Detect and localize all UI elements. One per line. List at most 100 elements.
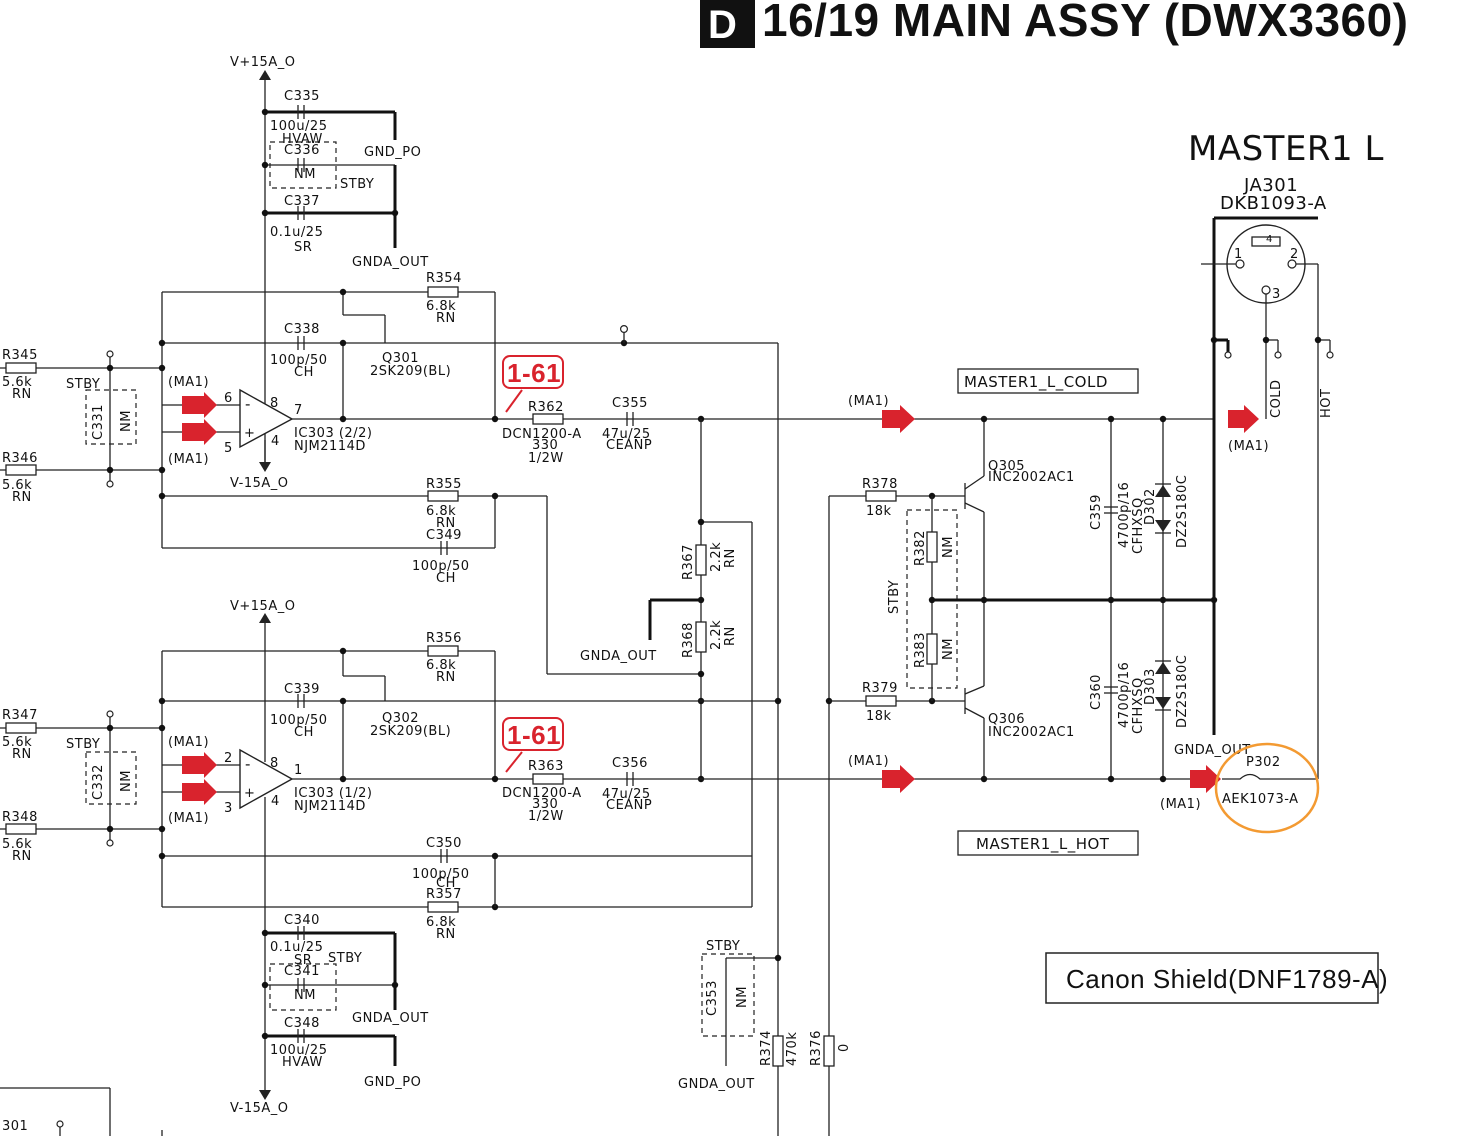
stage-ic303b: R354 6.8k RN C338 100p/50 CH Q301 2SK209… — [0, 271, 1214, 1136]
stby-label-c341: STBY — [328, 951, 362, 966]
d303-part: DZ2S180C — [1175, 655, 1190, 728]
ma1-label-in3: (MA1) — [168, 735, 209, 750]
r379-body — [865, 695, 897, 707]
c353-ref: C353 — [705, 980, 720, 1016]
r378-value: 18k — [866, 504, 892, 519]
signal-arrow — [182, 419, 217, 445]
bias-network: STBY C353 NM GNDA_OUT R374 470k R376 0 — [678, 496, 852, 1136]
page-title: 16/19 MAIN ASSY (DWX3360) — [762, 0, 1409, 46]
r356-type: RN — [436, 670, 456, 685]
page-header: D 16/19 MAIN ASSY (DWX3360) — [700, 0, 1409, 48]
c350-value: 100p/50 — [412, 867, 470, 882]
ma1-label-hot-pin: (MA1) — [1160, 797, 1201, 812]
stage-ic303a: V+15A_O R356 6.8k RN C339 100p/50 CH Q30… — [0, 599, 1214, 942]
q301-ref: Q301 — [382, 351, 419, 366]
c338-value: 100p/50 — [270, 353, 328, 368]
r376-ref: R376 — [809, 1030, 824, 1066]
ic303b-pin-7: 7 — [294, 403, 303, 418]
pin-label-hot: HOT — [1319, 389, 1334, 418]
r363-body — [532, 773, 564, 785]
r376-body — [823, 1035, 835, 1067]
ic303a-pin-1: 1 — [294, 763, 303, 778]
c350-ref: C350 — [426, 836, 462, 851]
gnda-out-label-top: GNDA_OUT — [352, 255, 429, 270]
r354-body — [427, 286, 459, 298]
callout-badge-top — [502, 355, 564, 389]
r382-ref: R382 — [913, 530, 928, 566]
r354-type: RN — [436, 311, 456, 326]
signal-arrow — [882, 765, 915, 793]
r356-value: 6.8k — [426, 658, 456, 673]
r347-value: 5.6k — [2, 735, 32, 750]
highlight-circle — [1214, 742, 1320, 834]
ma1-label-in2: (MA1) — [168, 452, 209, 467]
c356-type: CEANP — [606, 798, 652, 813]
r378-body — [865, 490, 897, 502]
r367-body — [695, 544, 707, 576]
ic303a-pin-3: 3 — [224, 801, 233, 816]
r362-ref: R362 — [528, 400, 564, 415]
r367-value: 2.2k — [709, 542, 724, 572]
r348-value: 5.6k — [2, 837, 32, 852]
vneg-label-top: V-15A_O — [230, 476, 289, 491]
q306-part: INC2002AC1 — [988, 725, 1075, 740]
c356-value: 47u/25 — [602, 787, 651, 802]
c336-value: NM — [294, 167, 316, 182]
r356-body — [427, 645, 459, 657]
r357-body — [427, 901, 459, 913]
r363-value: DCN1200-A — [502, 786, 582, 801]
ma1-label-in1: (MA1) — [168, 375, 209, 390]
d302-part: DZ2S180C — [1175, 475, 1190, 548]
r348-type: RN — [12, 849, 32, 864]
c337-type: SR — [294, 240, 312, 255]
r346-type: RN — [12, 490, 32, 505]
c335-ref: C335 — [284, 89, 320, 104]
gnda-out-label-mid: GNDA_OUT — [580, 649, 657, 664]
net-box-hot — [957, 830, 1139, 856]
r363-power: 1/2W — [528, 809, 564, 824]
c335-value: 100u/25 — [270, 119, 327, 134]
c339-type: CH — [294, 725, 314, 740]
r362-ohms: 330 — [532, 438, 558, 453]
signal-arrow — [182, 392, 217, 418]
corner-ref: 301 — [2, 1119, 28, 1134]
gnda-out-label-connector: GNDA_OUT — [1174, 743, 1251, 758]
svg-text:-: - — [245, 395, 251, 413]
r346-ref: R346 — [2, 451, 38, 466]
c348-type: HVAW — [282, 1055, 323, 1070]
r376-value: 0 — [837, 1043, 852, 1052]
d302-ref: D302 — [1143, 488, 1158, 525]
ic303a-opamp — [239, 748, 294, 810]
stby-label-c353: STBY — [706, 939, 740, 954]
ic303b-part: NJM2114D — [294, 439, 366, 454]
c359-ref: C359 — [1089, 494, 1104, 530]
ic303a-ref: IC303 (1/2) — [294, 786, 372, 801]
gnda-out-label-c353: GNDA_OUT — [678, 1077, 755, 1092]
q306-ref: Q306 — [988, 712, 1025, 727]
signal-arrow — [1228, 405, 1259, 433]
c340-ref: C340 — [284, 913, 320, 928]
supply-top: V+15A_O C335 100u/25 HVAW GND_PO C336 NM… — [230, 55, 429, 470]
stby-label-c336: STBY — [340, 177, 374, 192]
c348-value: 100u/25 — [270, 1043, 327, 1058]
svg-text:-: - — [245, 755, 251, 773]
c349-type: CH — [436, 571, 456, 586]
r368-type: RN — [723, 626, 738, 646]
c355-type: CEANP — [606, 438, 652, 453]
r363-ref: R363 — [528, 759, 564, 774]
q305-ref: Q305 — [988, 459, 1025, 474]
gnd-po-label-bottom: GND_PO — [364, 1075, 421, 1090]
r345-type: RN — [12, 387, 32, 402]
c349-ref: C349 — [426, 528, 462, 543]
vpos-label-top: V+15A_O — [230, 55, 295, 70]
gnd-po-label-top: GND_PO — [364, 145, 421, 160]
ic303a-pin-2: 2 — [224, 751, 233, 766]
r356-ref: R356 — [426, 631, 462, 646]
ic303b-opamp — [239, 388, 294, 449]
c339-value: 100p/50 — [270, 713, 328, 728]
r368-ref: R368 — [681, 622, 696, 658]
signal-arrow — [182, 752, 217, 778]
r374-body — [772, 1035, 784, 1067]
c331-value: NM — [119, 410, 134, 432]
shield-label: Canon Shield(DNF1789-A) — [1066, 964, 1388, 994]
